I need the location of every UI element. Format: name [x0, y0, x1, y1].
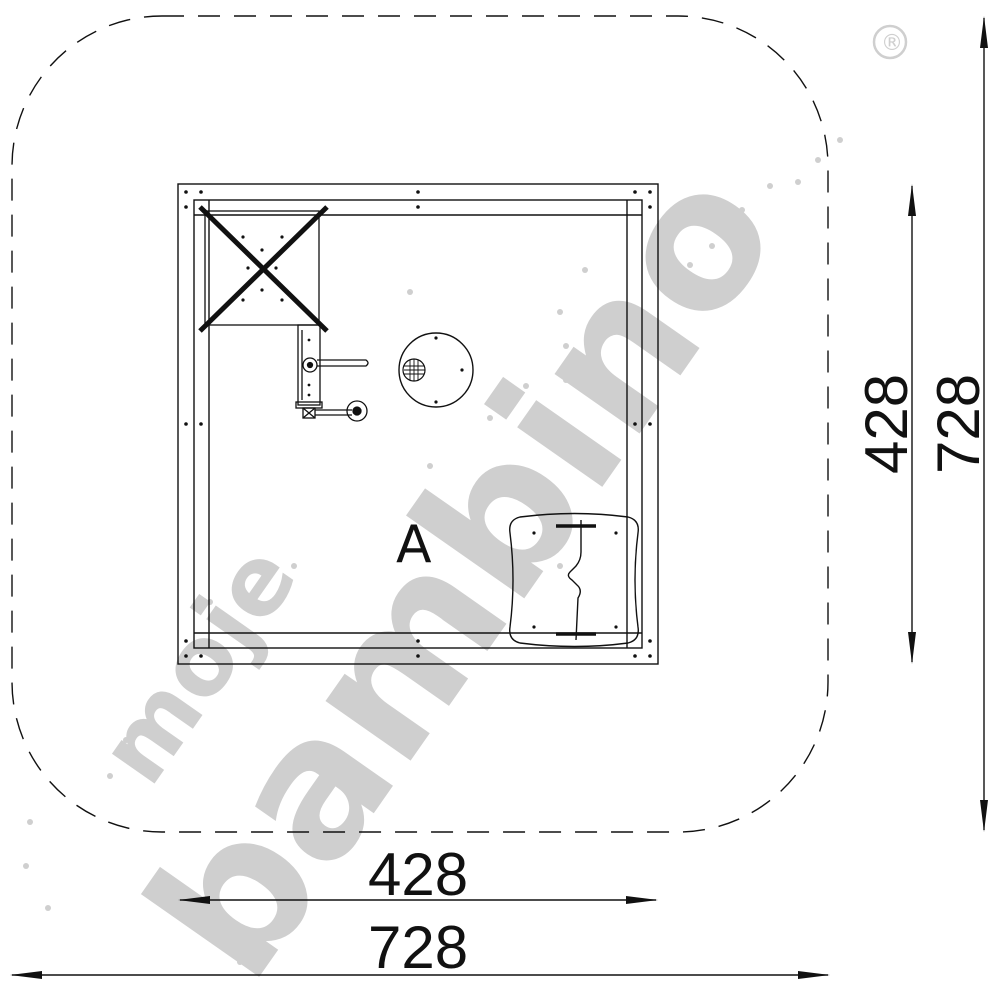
frame-inner	[193, 199, 643, 649]
height-inner-value: 428	[853, 374, 920, 474]
vertical-dimensions	[908, 16, 988, 832]
frame-outer	[177, 183, 659, 665]
width-outer-value: 728	[368, 914, 468, 981]
crane-arm	[295, 324, 369, 422]
horizontal-dimensions	[10, 896, 830, 979]
registered-mark-icon	[872, 24, 908, 60]
crane-platform	[198, 205, 329, 333]
height-outer-value: 728	[925, 374, 992, 474]
registered-mark-letter: ®	[881, 31, 903, 56]
zone-label: A	[396, 515, 432, 575]
sand-seat	[509, 512, 639, 648]
width-inner-value: 428	[368, 841, 468, 908]
safety-zone-outline	[11, 15, 829, 833]
round-sand-table	[398, 332, 474, 408]
frame-bolts	[184, 190, 652, 658]
